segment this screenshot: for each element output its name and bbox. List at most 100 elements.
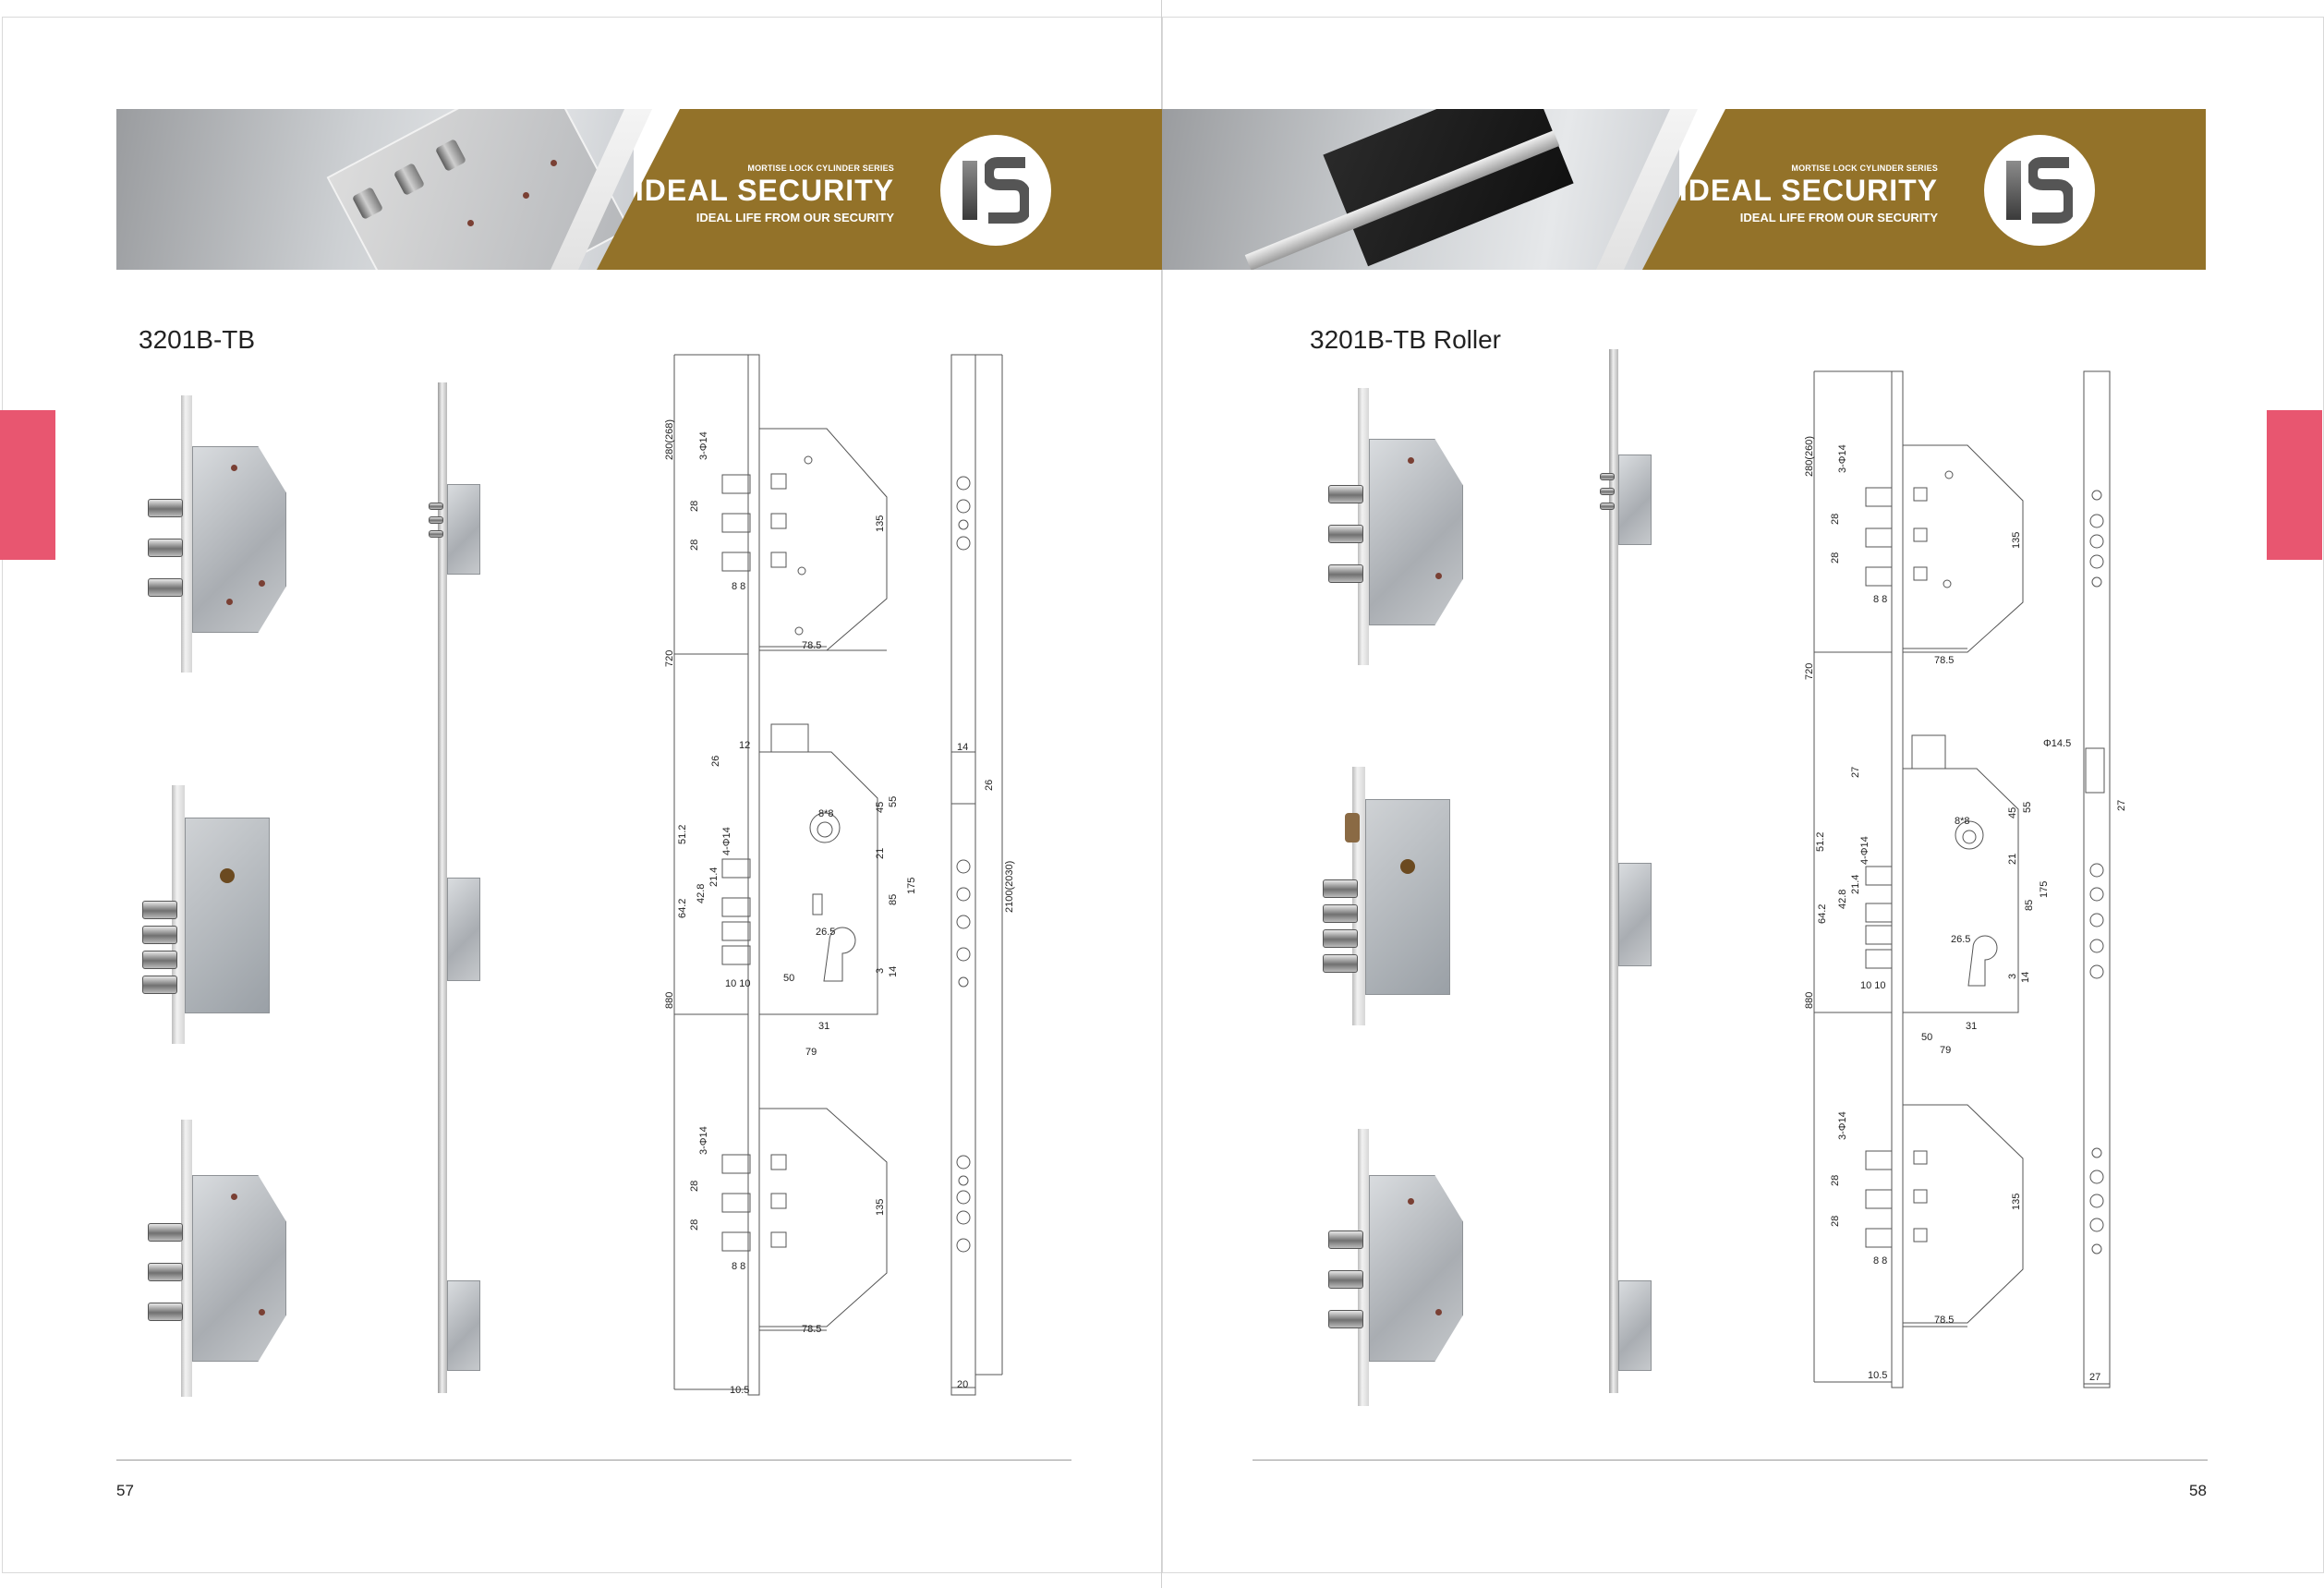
page-number-left: 57 <box>116 1482 134 1499</box>
dim-8x8: 8*8 <box>818 808 834 819</box>
dim-10-10: 10 10 <box>1860 980 1886 991</box>
dim-holes-mid: 4-Φ14 <box>1859 836 1870 865</box>
dim-width-top: 78.5 <box>802 640 821 651</box>
dim-width-top: 78.5 <box>1934 655 1954 666</box>
plate-dim-27a: 27 <box>2116 800 2127 811</box>
dim-gap-bottom: 8 8 <box>732 1261 745 1272</box>
plate-dim-27b: 27 <box>2089 1372 2100 1383</box>
banner-lock-image <box>1199 109 1587 270</box>
lock-assembly-photo <box>425 382 499 1393</box>
dim-box-height-bottom: 135 <box>875 1199 886 1216</box>
dim-21-4: 21.4 <box>1850 875 1861 894</box>
plate-dim-26: 26 <box>984 780 995 791</box>
dim-175: 175 <box>906 878 917 894</box>
dim-8x8: 8*8 <box>1955 816 1970 827</box>
dim-50: 50 <box>783 973 794 984</box>
dim-holes-bottom: 3-Φ14 <box>1837 1111 1848 1140</box>
dim-pitch-a-bottom: 28 <box>1830 1175 1841 1186</box>
dim-55: 55 <box>888 796 899 807</box>
dim-gap: 8 8 <box>1873 594 1887 605</box>
lock-photo-bottom <box>1315 1129 1463 1406</box>
dim-55: 55 <box>2022 802 2033 813</box>
dim-31: 31 <box>818 1021 829 1032</box>
dim-box-height-bottom: 135 <box>2011 1194 2022 1210</box>
banner-lock-image <box>301 109 631 270</box>
right-banner: MORTISE LOCK CYLINDER SERIES IDEAL SECUR… <box>1162 109 2206 270</box>
dim-42-8: 42.8 <box>1837 890 1848 909</box>
footer-rule-left <box>116 1460 1071 1461</box>
dim-21: 21 <box>2007 854 2018 865</box>
dim-gap: 8 8 <box>732 581 745 592</box>
banner-slogan: IDEAL LIFE FROM OUR SECURITY <box>696 211 894 224</box>
banner-brand: IDEAL SECURITY <box>1678 174 1938 207</box>
lock-photo-top <box>1315 388 1463 665</box>
dim-45: 45 <box>2007 807 2018 818</box>
dim-26-5: 26.5 <box>816 927 835 938</box>
dim-pitch-b-bottom: 28 <box>689 1219 700 1230</box>
dim-79: 79 <box>1940 1045 1951 1056</box>
dim-holes-mid: 4-Φ14 <box>721 827 732 855</box>
dim-3: 3 <box>875 968 886 974</box>
dim-14: 14 <box>888 966 899 977</box>
page-number-right: 58 <box>2189 1482 2207 1499</box>
banner-gold-panel <box>597 109 1162 270</box>
lock-photo-top <box>139 395 286 673</box>
banner-slogan: IDEAL LIFE FROM OUR SECURITY <box>1739 211 1938 224</box>
dim-21-4: 21.4 <box>708 867 720 887</box>
banner-series: MORTISE LOCK CYLINDER SERIES <box>747 164 894 173</box>
dim-3: 3 <box>2007 974 2018 979</box>
plate-dim-phi: Φ14.5 <box>2043 738 2071 749</box>
dim-42-8: 42.8 <box>696 884 707 903</box>
dim-holes-top: 3-Φ14 <box>1837 444 1848 473</box>
dim-top-height: 280(268) <box>664 419 675 460</box>
dim-upper-length: 720 <box>1804 663 1815 680</box>
dim-pitch-a-bottom: 28 <box>689 1181 700 1192</box>
dim-top-height: 280(260) <box>1804 436 1815 477</box>
product-title-left: 3201B-TB <box>139 325 256 354</box>
dim-10-10: 10 10 <box>725 978 751 989</box>
banner-photo <box>116 109 634 270</box>
banner-gold-panel <box>1642 109 2206 270</box>
left-banner: MORTISE LOCK CYLINDER SERIES IDEAL SECUR… <box>116 109 1162 270</box>
brand-logo-icon <box>1984 135 2095 246</box>
brand-logo-icon <box>940 135 1051 246</box>
lock-photo-middle <box>1315 767 1463 1025</box>
dim-85: 85 <box>888 894 899 905</box>
banner-series: MORTISE LOCK CYLINDER SERIES <box>1791 164 1938 173</box>
side-tab-left <box>0 410 55 560</box>
side-tab-right <box>2267 410 2322 560</box>
dim-width-bottom: 78.5 <box>802 1324 821 1335</box>
banner-photo <box>1162 109 1679 270</box>
dim-175: 175 <box>2039 881 2050 898</box>
dim-51-2: 51.2 <box>1815 832 1826 852</box>
dim-pitch-b: 28 <box>689 539 700 551</box>
dim-64-2: 64.2 <box>677 899 688 918</box>
lock-photo-bottom <box>139 1120 286 1397</box>
lock-photo-middle <box>139 785 286 1044</box>
dim-box-height: 135 <box>875 515 886 532</box>
lock-assembly-photo <box>1596 349 1670 1393</box>
dim-79: 79 <box>805 1047 817 1058</box>
plate-total: 2100(2030) <box>1004 861 1015 913</box>
dim-width-bottom: 78.5 <box>1934 1315 1954 1326</box>
dim-holes-bottom: 3-Φ14 <box>698 1126 709 1155</box>
plate-dim-20: 20 <box>957 1379 968 1390</box>
footer-rule-right <box>1253 1460 2208 1461</box>
product-title-right: 3201B-TB Roller <box>1310 325 1501 354</box>
dim-lower-length: 880 <box>1804 992 1815 1009</box>
dim-26-5: 26.5 <box>1951 934 1970 945</box>
dim-box-height: 135 <box>2011 532 2022 549</box>
dim-26: 26 <box>710 756 721 767</box>
dim-pitch-b: 28 <box>1830 552 1841 564</box>
dim-holes-top: 3-Φ14 <box>698 431 709 460</box>
dim-21: 21 <box>875 848 886 859</box>
technical-drawing-right: 280(260) 3-Φ14 28 28 8 8 135 78.5 720 27… <box>1804 370 2127 1388</box>
dim-pitch-b-bottom: 28 <box>1830 1216 1841 1227</box>
page-gutter <box>1161 0 1162 1588</box>
dim-gap-bottom: 8 8 <box>1873 1255 1887 1267</box>
banner-brand: IDEAL SECURITY <box>635 174 894 207</box>
dim-10-5: 10.5 <box>1868 1370 1887 1381</box>
dim-31: 31 <box>1966 1021 1977 1032</box>
dim-50: 50 <box>1921 1032 1932 1043</box>
